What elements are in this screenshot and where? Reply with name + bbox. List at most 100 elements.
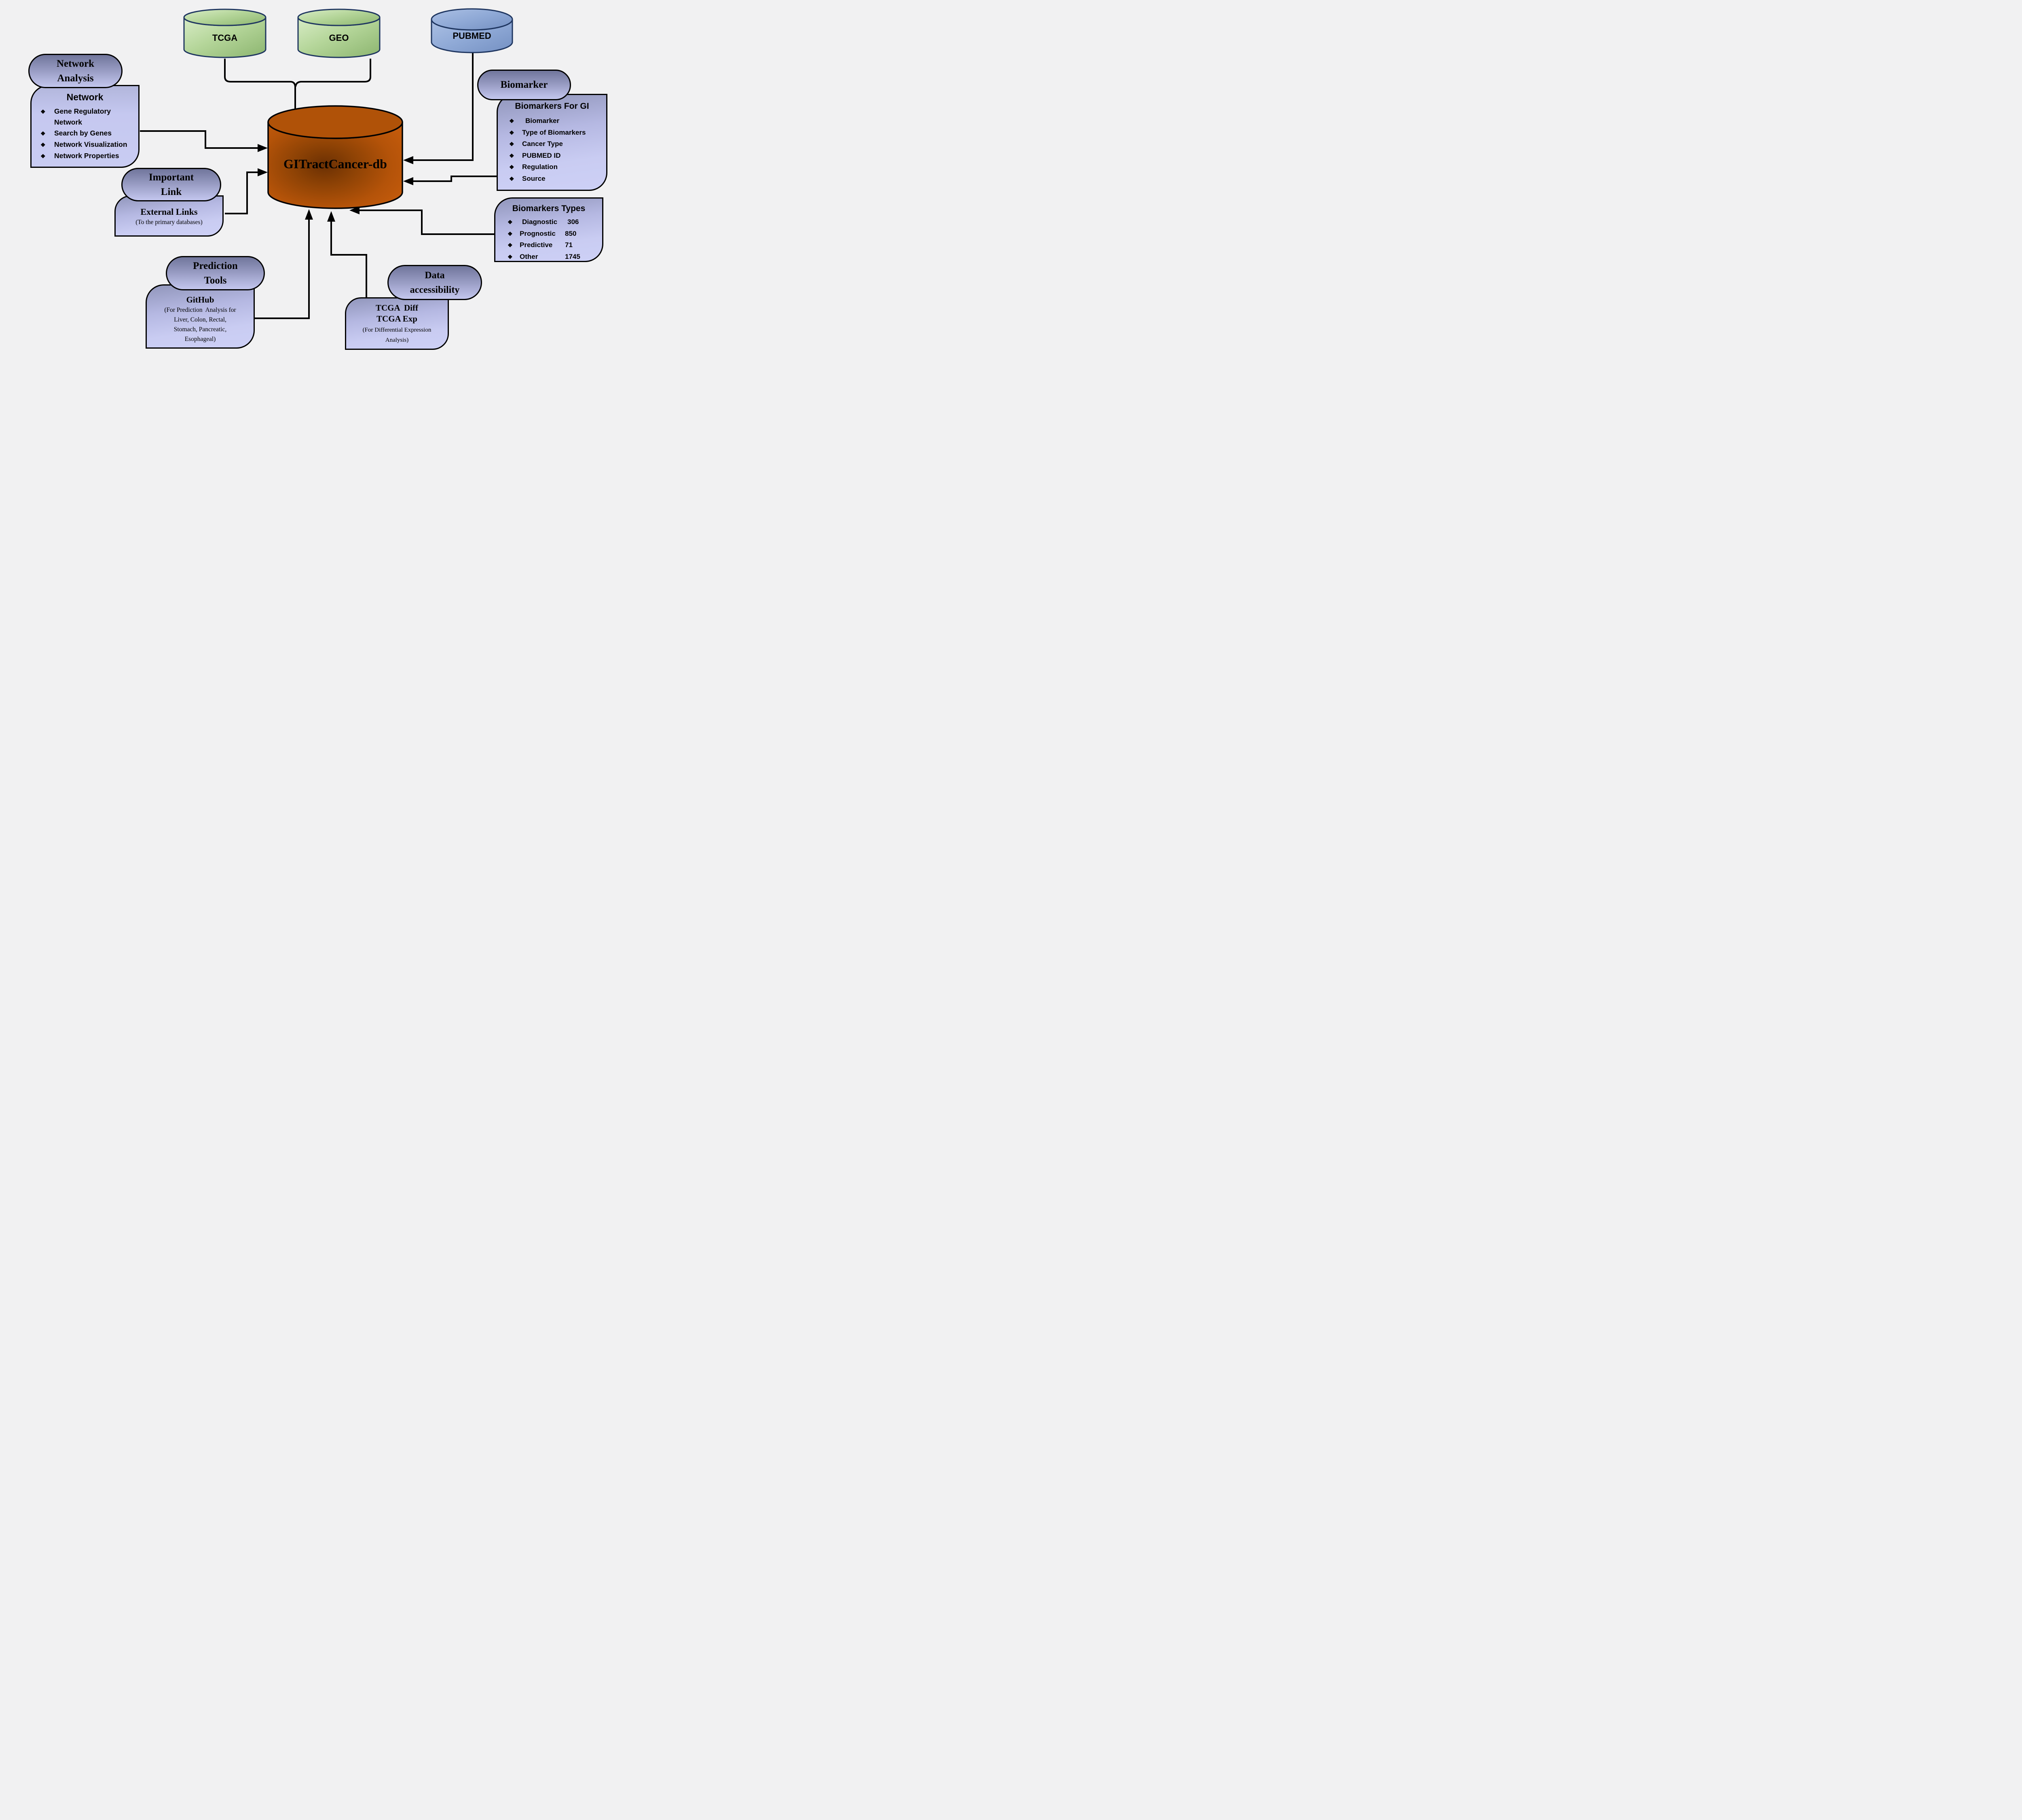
arrowhead-pubmed — [403, 156, 413, 164]
diamond-bullet-icon: ❖ — [508, 253, 513, 260]
diamond-bullet-icon: ❖ — [40, 142, 46, 148]
panel-github: GitHub (For Prediction Analysis for Live… — [146, 284, 255, 349]
pill-label: Biomarker — [500, 79, 548, 90]
diamond-bullet-icon: ❖ — [509, 164, 514, 170]
list-item-label: Type of Biomarkers — [522, 128, 586, 136]
panel-tcga-diff: TCGA Diff TCGA Exp (For Differential Exp… — [345, 297, 449, 350]
type-count: 306 — [567, 218, 579, 226]
type-count: 71 — [565, 241, 573, 249]
external-links-title: External Links — [140, 207, 198, 217]
arrowhead-tcgadiff — [327, 211, 335, 222]
list-item-label: Network Visualization — [54, 140, 127, 148]
db-cylinder: GITractCancer-db — [267, 105, 403, 209]
list-item: ❖ Other 1745 — [508, 251, 600, 263]
list-item: ❖ Predictive 71 — [508, 239, 600, 251]
connector-github-to-db — [255, 220, 310, 319]
github-title: GitHub — [186, 295, 214, 305]
diamond-bullet-icon: ❖ — [509, 141, 514, 147]
list-item-label: PUBMED ID — [522, 151, 561, 159]
list-item-label: Cancer Type — [522, 140, 563, 148]
list-item-label: Network Properties — [54, 152, 119, 160]
list-item: ❖ Cancer Type — [509, 138, 604, 150]
arrowhead-network — [258, 144, 268, 152]
network-title: Network — [66, 92, 104, 102]
tcga-diff-title: TCGA Diff — [376, 303, 418, 313]
biomarkers-types-title: Biomarkers Types — [512, 204, 586, 213]
list-item: ❖ Type of Biomarkers — [509, 127, 604, 139]
diamond-bullet-icon: ❖ — [509, 129, 514, 136]
list-item-label: Search by Genes — [54, 129, 112, 137]
connector-biogi-to-db — [413, 176, 497, 182]
pill-data-accessibility: Data accessibility — [387, 265, 482, 300]
db-title: GITractCancer-db — [283, 157, 387, 171]
list-item: ❖ Network Visualization — [40, 139, 135, 150]
type-count: 850 — [565, 229, 577, 237]
arrowhead-biogi — [403, 177, 413, 185]
type-label: Diagnostic — [522, 218, 557, 226]
tcga-label: TCGA — [212, 33, 237, 43]
arrowhead-extlinks — [258, 168, 268, 176]
arrowhead-biotypes — [349, 206, 360, 214]
github-subtitle-line: (For Prediction Analysis for — [164, 307, 236, 313]
diamond-bullet-icon: ❖ — [508, 242, 513, 248]
tcga-exp-title: TCGA Exp — [376, 314, 417, 324]
list-item: ❖ Network Properties — [40, 150, 135, 162]
github-subtitle-line: Esophageal) — [184, 336, 216, 343]
tcga-diff-subtitle-line: (For Differential Expression — [362, 327, 431, 333]
pill-label: accessibility — [410, 284, 460, 295]
network-list: ❖ Gene Regulatory Network ❖ Search by Ge… — [40, 106, 135, 162]
pill-biomarker: Biomarker — [477, 70, 571, 100]
source-cylinder-tcga: TCGA — [183, 8, 266, 58]
diamond-bullet-icon: ❖ — [40, 108, 46, 115]
pill-label: Prediction — [193, 260, 238, 271]
panel-network: Network ❖ Gene Regulatory Network ❖ Sear… — [30, 85, 140, 168]
type-count: 1745 — [565, 252, 580, 260]
arrowhead-github — [305, 209, 313, 220]
list-item-label: Biomarker — [525, 117, 560, 125]
diamond-bullet-icon: ❖ — [509, 118, 514, 124]
diamond-bullet-icon: ❖ — [40, 153, 46, 159]
list-item: ❖ Diagnostic 306 — [508, 216, 600, 228]
diamond-bullet-icon: ❖ — [508, 230, 513, 237]
biomarkers-types-list: ❖ Diagnostic 306 ❖ Prognostic 850 ❖ Pred… — [508, 216, 600, 262]
pill-label: Data — [425, 270, 445, 281]
list-item: ❖ Gene Regulatory Network — [40, 106, 135, 128]
list-item-label: Regulation — [522, 163, 558, 171]
connector-extlinks-to-db — [225, 171, 259, 214]
geo-label: GEO — [329, 33, 349, 43]
biomarkers-gi-list: ❖ Biomarker ❖ Type of Biomarkers ❖ Cance… — [509, 115, 604, 184]
list-item: ❖ Prognostic 850 — [508, 228, 600, 240]
pill-label: Link — [161, 186, 182, 197]
diamond-bullet-icon: ❖ — [40, 130, 46, 137]
pill-label: Network — [56, 58, 95, 69]
type-label: Other — [520, 252, 538, 260]
list-item: ❖ Regulation — [509, 161, 604, 173]
db-cylinder-top — [267, 105, 403, 139]
diamond-bullet-icon: ❖ — [509, 175, 514, 182]
pill-network-analysis: Network Analysis — [28, 54, 123, 88]
panel-biomarkers-for-gi: Biomarkers For GI ❖ Biomarker ❖ Type of … — [497, 94, 607, 191]
connector-tcgadiff-to-db — [330, 222, 367, 300]
biomarkers-gi-title: Biomarkers For GI — [515, 102, 589, 111]
tcga-diff-subtitle-line: Analysis) — [385, 337, 409, 343]
pubmed-cylinder-top — [431, 8, 513, 31]
list-item-label: Source — [522, 174, 546, 182]
list-item: ❖ PUBMED ID — [509, 150, 604, 162]
pill-important-link: Important Link — [121, 168, 221, 201]
list-item: ❖ Source — [509, 173, 604, 185]
pill-label: Analysis — [57, 72, 94, 84]
type-label: Prognostic — [520, 229, 556, 237]
source-cylinder-geo: GEO — [297, 8, 381, 58]
github-subtitle-line: Stomach, Pancreatic, — [173, 326, 227, 333]
external-links-subtitle: (To the primary databases) — [135, 219, 203, 226]
connector-biotypes-to-db — [359, 210, 495, 235]
list-item: ❖ Search by Genes — [40, 128, 135, 139]
connector-pubmed-to-db — [413, 53, 474, 161]
source-cylinder-pubmed: PUBMED — [431, 8, 513, 53]
diamond-bullet-icon: ❖ — [508, 219, 513, 225]
list-item-label: Gene Regulatory Network — [54, 107, 111, 126]
tcga-cylinder-top — [183, 8, 266, 26]
type-label: Predictive — [520, 241, 553, 249]
panel-biomarkers-types: Biomarkers Types ❖ Diagnostic 306 ❖ Prog… — [494, 197, 603, 262]
diagram-artwork: TCGA GEO PUBMED GITractCancer-db — [140, 8, 513, 319]
